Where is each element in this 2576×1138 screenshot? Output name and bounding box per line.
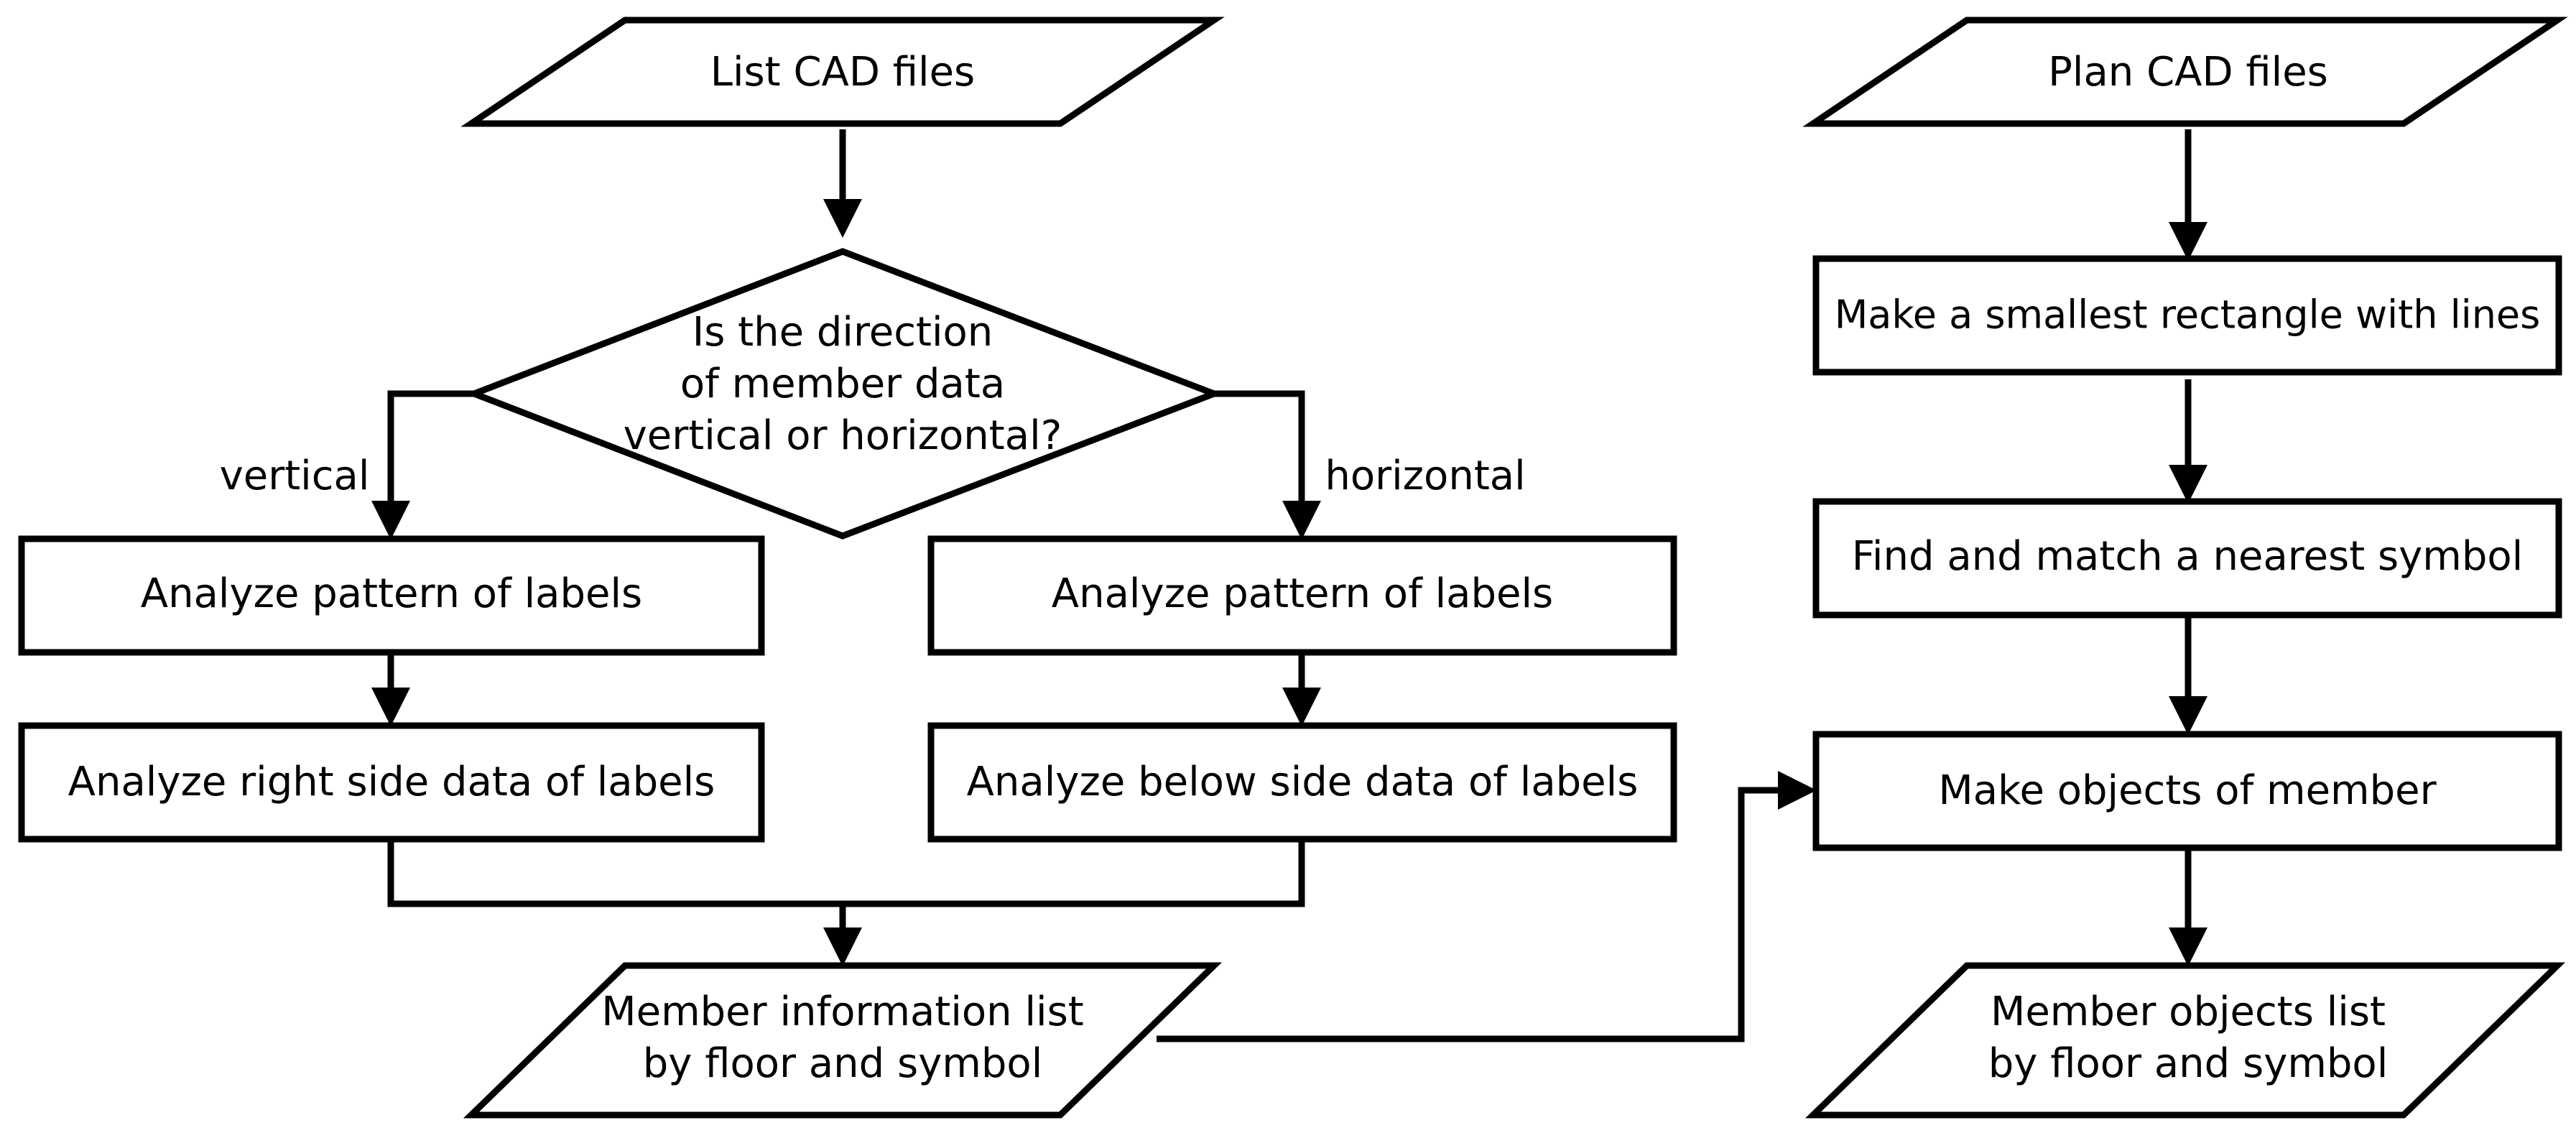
node-label-line-1: Member information list bbox=[601, 989, 1083, 1035]
node-smallest-rectangle: Make a smallest rectangle with lines bbox=[1812, 255, 2562, 376]
connectors bbox=[371, 129, 2207, 1042]
edge-label-horizontal: horizontal bbox=[1325, 453, 1525, 499]
process-shape bbox=[1812, 498, 2562, 619]
node-label-line-2: by floor and symbol bbox=[1988, 1040, 2389, 1087]
io-shape bbox=[460, 17, 1225, 127]
node-analyze-pattern-left: Analyze pattern of labels bbox=[18, 535, 765, 656]
node-label: Make objects of member bbox=[1938, 767, 2437, 814]
decision-shape bbox=[465, 248, 1223, 540]
node-direction-decision: Is the direction of member data vertical… bbox=[465, 248, 1223, 540]
node-label: Analyze pattern of labels bbox=[1052, 570, 1553, 617]
node-label-line-2: by floor and symbol bbox=[643, 1040, 1043, 1087]
io-shape bbox=[1802, 17, 2568, 127]
edge-member-info-to-make-objects bbox=[1157, 771, 1817, 1042]
io-shape bbox=[463, 962, 1223, 1119]
node-label: Find and match a nearest symbol bbox=[1852, 533, 2523, 580]
node-analyze-below-side: Analyze below side data of labels bbox=[927, 722, 1677, 843]
process-shape bbox=[1812, 255, 2562, 376]
node-label: List CAD files bbox=[710, 49, 975, 96]
node-label-line-1: Member objects list bbox=[1991, 989, 2386, 1035]
node-label: Make a smallest rectangle with lines bbox=[1835, 292, 2541, 338]
node-label: Analyze below side data of labels bbox=[967, 759, 1639, 805]
node-analyze-pattern-right: Analyze pattern of labels bbox=[927, 535, 1677, 656]
edge-decision-to-right-pattern bbox=[1214, 390, 1321, 540]
node-make-objects: Make objects of member bbox=[1812, 731, 2562, 851]
node-label-line-2: of member data bbox=[680, 361, 1005, 407]
node-member-information-list: Member information list by floor and sym… bbox=[463, 962, 1223, 1119]
node-label: Analyze pattern of labels bbox=[141, 570, 642, 617]
edge-label-vertical: vertical bbox=[220, 453, 370, 499]
process-shape bbox=[927, 535, 1677, 656]
node-plan-cad-files: Plan CAD files bbox=[1802, 17, 2568, 127]
process-shape bbox=[18, 722, 765, 843]
process-shape bbox=[1812, 731, 2562, 851]
process-shape bbox=[927, 722, 1677, 843]
node-analyze-right-side: Analyze right side data of labels bbox=[18, 722, 765, 843]
node-member-objects-list: Member objects list by floor and symbol bbox=[1804, 962, 2566, 1119]
io-shape bbox=[1804, 962, 2566, 1119]
process-shape bbox=[18, 535, 765, 656]
node-nearest-symbol: Find and match a nearest symbol bbox=[1812, 498, 2562, 619]
node-label-line-1: Is the direction bbox=[692, 309, 993, 356]
edge-merge-to-member-info bbox=[387, 842, 1305, 960]
node-label: Analyze right side data of labels bbox=[68, 759, 715, 805]
edge-decision-to-left-pattern bbox=[371, 390, 474, 540]
node-label: Plan CAD files bbox=[2048, 49, 2328, 96]
node-label-line-3: vertical or horizontal? bbox=[624, 412, 1062, 459]
node-list-cad-files: List CAD files bbox=[460, 17, 1225, 127]
